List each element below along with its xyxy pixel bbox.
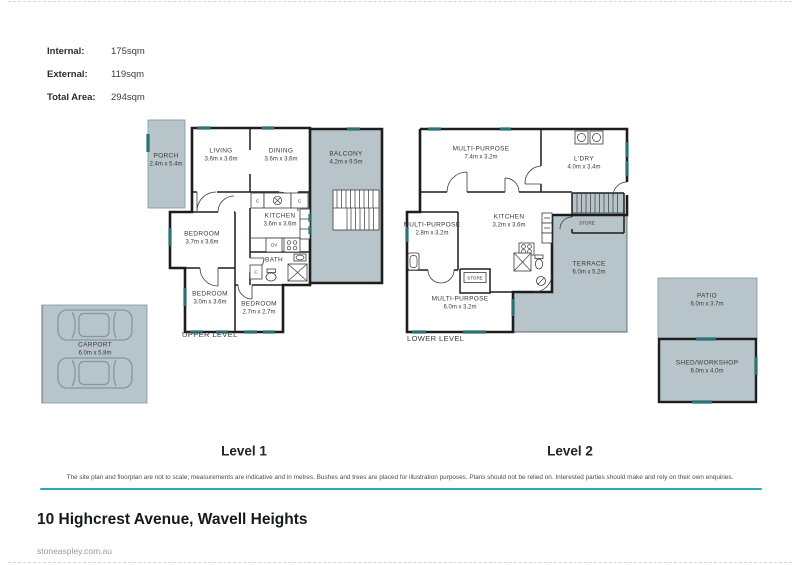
room-label-multi1: MULTI-PURPOSE 7.4m x 3.2m bbox=[452, 145, 510, 161]
disclaimer-text: The site plan and floorplan are not to s… bbox=[66, 474, 734, 481]
area-row-internal: Internal: 175sqm bbox=[47, 47, 145, 57]
room-label-terrace: TERRACE 6.0m x 5.2m bbox=[572, 260, 606, 276]
room-label-bedroom3: BEDROOM 2.7m x 2.7m bbox=[241, 300, 277, 316]
carport-car-2 bbox=[57, 357, 133, 389]
total-value: 294sqm bbox=[111, 92, 145, 103]
level2-house-outline bbox=[407, 129, 627, 332]
closet-label-2: C bbox=[297, 198, 302, 203]
level2-kitchen-fixtures bbox=[518, 212, 553, 256]
level1-porch-area bbox=[147, 119, 186, 209]
room-label-laundry: L'DRY 4.0m x 3.4m bbox=[567, 155, 601, 171]
property-address: 10 Highcrest Avenue, Wavell Heights bbox=[37, 511, 308, 528]
room-label-patio: PATIO 6.0m x 3.7m bbox=[690, 292, 724, 308]
level1-bath-fixtures bbox=[249, 253, 308, 282]
closet-label-1: C bbox=[255, 198, 260, 203]
total-label: Total Area: bbox=[47, 92, 96, 103]
crop-mark-top bbox=[8, 1, 792, 2]
room-label-shed: SHED/WORKSHOP 6.0m x 4.0m bbox=[675, 359, 739, 375]
internal-value: 175sqm bbox=[111, 46, 145, 57]
level2-caption: Level 2 bbox=[547, 443, 593, 459]
room-label-multi2: MULTI-PURPOSE 2.8m x 3.2m bbox=[403, 221, 461, 237]
room-label-balcony: BALCONY 4.2m x 9.5m bbox=[329, 150, 363, 166]
room-label-bath: BATH bbox=[264, 256, 284, 264]
room-label-living: LIVING 3.6m x 3.6m bbox=[204, 147, 238, 163]
room-label-bedroom2: BEDROOM 3.0m x 3.6m bbox=[192, 290, 228, 306]
area-row-external: External: 119sqm bbox=[47, 70, 145, 80]
level1-caption: Level 1 bbox=[221, 443, 267, 459]
level1-stairs bbox=[332, 189, 380, 231]
store-label-2: STORE bbox=[467, 275, 483, 280]
area-summary: Internal: 175sqm External: 119sqm Total Ar… bbox=[47, 47, 145, 116]
internal-label: Internal: bbox=[47, 46, 85, 57]
agency-website: stoneaspley.com.au bbox=[37, 546, 112, 556]
room-label-dining: DINING 3.6m x 3.6m bbox=[264, 147, 298, 163]
level1-closets bbox=[250, 192, 309, 209]
teal-divider bbox=[40, 488, 762, 490]
external-value: 119sqm bbox=[111, 69, 145, 80]
level1-carport-area bbox=[41, 304, 148, 404]
room-label-multi3: MULTI-PURPOSE 6.0m x 3.2m bbox=[431, 295, 489, 311]
room-label-kitchen-l2: KITCHEN 3.2m x 3.6m bbox=[492, 213, 526, 229]
level2-stairs bbox=[463, 193, 624, 283]
room-label-carport: CARPORT 6.0m x 5.8m bbox=[78, 341, 112, 357]
level1-kitchen-fixtures bbox=[250, 208, 311, 253]
room-label-kitchen-l1: KITCHEN 3.6m x 3.6m bbox=[263, 212, 297, 228]
oven-label: OV bbox=[270, 242, 278, 248]
area-row-total: Total Area: 294sqm bbox=[47, 93, 145, 103]
level2-laundry-tubs bbox=[574, 130, 604, 145]
zone-label-upper: UPPER LEVEL bbox=[182, 330, 238, 339]
room-label-bedroom1: BEDROOM 3.7m x 3.6m bbox=[184, 230, 220, 246]
level1-windows bbox=[146, 126, 360, 334]
external-label: External: bbox=[47, 69, 88, 80]
level2-windows bbox=[405, 127, 629, 334]
level2-bath-fixtures bbox=[407, 252, 546, 286]
level1-interior-walls bbox=[185, 128, 310, 332]
carport-car-1 bbox=[57, 309, 133, 341]
closet-label-3: C bbox=[254, 269, 258, 275]
store-label-1: STORE bbox=[579, 220, 595, 226]
zone-label-lower: LOWER LEVEL bbox=[407, 334, 465, 343]
shed-area bbox=[657, 337, 758, 404]
room-label-porch: PORCH 2.4m x 5.4m bbox=[149, 152, 183, 168]
crop-mark-bottom bbox=[8, 562, 792, 563]
